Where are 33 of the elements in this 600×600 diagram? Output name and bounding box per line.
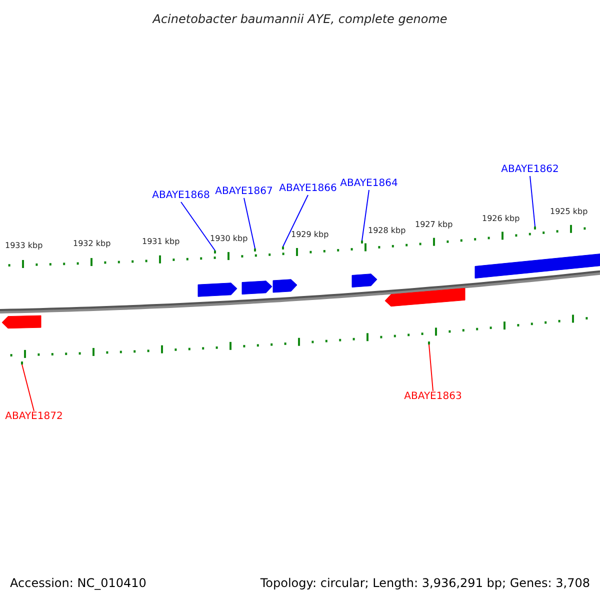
leader-line [530,176,536,227]
tick-mark [428,342,430,344]
scale-label: 1933 kbp [5,240,43,252]
leader-line [362,190,370,241]
tick-mark [282,246,284,250]
scale-label: 1930 kbp [210,233,248,245]
gene-label: ABAYE1866 [279,183,337,195]
leader-line [428,344,434,392]
scale-label: 1926 kbp [482,213,520,225]
scale-label: 1928 kbp [368,225,406,237]
leader-line [282,194,308,247]
diagram-title: Acinetobacter baumannii AYE, complete genome [151,11,448,28]
gene-label: ABAYE1862 [501,164,559,176]
gene-label: ABAYE1868 [152,190,210,202]
tick-mark [254,248,256,252]
leader-line [180,202,216,251]
tick-mark [21,362,23,364]
gene-label: ABAYE1872 [5,411,63,423]
scale-label: 1925 kbp [550,206,588,218]
leader-line [244,198,256,249]
scale-label: 1927 kbp [415,219,453,231]
scale-label: 1932 kbp [73,238,111,250]
tick-mark [534,226,536,230]
footer-text: Topology: circular; Length: 3,936,291 bp; Genes: 3,708 [260,575,590,592]
gene-label: ABAYE1863 [404,391,462,403]
gene-label: ABAYE1867 [215,186,273,198]
tick-mark [361,240,363,244]
gene-label: ABAYE1864 [340,178,398,190]
tick-mark [214,250,216,254]
footer-text: Accession: NC_010410 [10,575,146,592]
scale-label: 1931 kbp [142,236,180,248]
leader-line [22,364,34,412]
scale-label: 1929 kbp [291,229,329,241]
